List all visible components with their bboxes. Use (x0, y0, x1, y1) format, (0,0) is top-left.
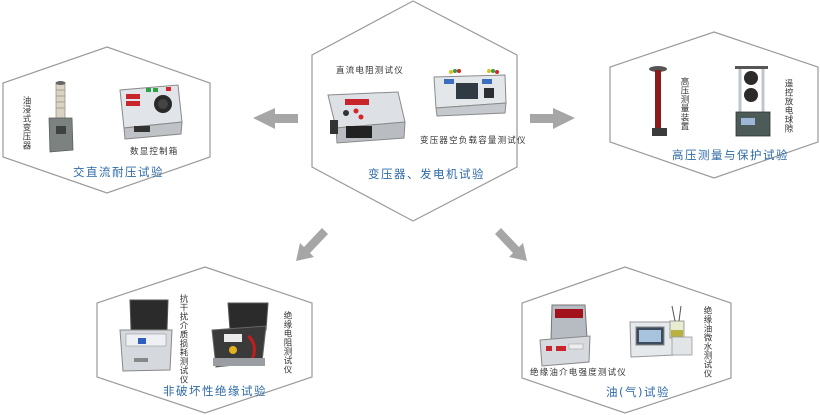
dc-resistance-tester-icon (327, 91, 406, 144)
hex-bottom-right (521, 266, 732, 414)
arrow-down-right-icon (495, 228, 527, 261)
insulation-resistance-tester-icon (211, 302, 269, 368)
label-insulation-resistance-tester: 绝缘电阻测试仪 (282, 311, 292, 374)
label-transformer-load-capacity-tester: 变压器空负载容量测试仪 (420, 136, 527, 146)
title-bottom-right[interactable]: 油(气)试验 (606, 385, 670, 399)
title-center[interactable]: 变压器、发电机试验 (368, 167, 485, 181)
title-left[interactable]: 交直流耐压试验 (73, 165, 164, 179)
remote-discharge-sphere-gap-icon (735, 66, 771, 137)
label-oil-micro-water-tester: 绝缘油微水测试仪 (702, 306, 712, 378)
label-oil-immersed-transformer: 油浸式变压器 (21, 96, 31, 150)
oil-immersed-transformer-icon (48, 81, 74, 153)
title-bottom-left[interactable]: 非破坏性绝缘试验 (163, 384, 267, 398)
transformer-load-capacity-tester-icon (433, 69, 507, 117)
digital-control-box-icon (119, 84, 183, 140)
label-dielectric-loss-tester: 抗干扰介质损耗测试仪 (178, 294, 188, 384)
label-remote-discharge-sphere-gap: 遥控放电球隙 (783, 79, 793, 133)
hv-measuring-device-icon (649, 66, 667, 136)
arrow-down-left-icon (296, 228, 328, 261)
label-dc-resistance-tester: 直流电阻测试仪 (336, 66, 404, 76)
label-hv-measuring-device: 高压测量装置 (679, 77, 689, 131)
oil-dielectric-strength-tester-icon (539, 304, 591, 367)
hex-center (311, 0, 518, 222)
hex-left (2, 46, 211, 194)
label-oil-dielectric-strength-tester: 绝缘油介电强度测试仪 (530, 368, 628, 378)
arrow-left-icon (253, 108, 298, 129)
arrow-right-icon (530, 108, 575, 129)
dielectric-loss-tester-icon (119, 299, 173, 372)
label-digital-control-box: 数显控制箱 (130, 147, 179, 157)
oil-micro-water-tester-icon (629, 305, 693, 358)
title-right[interactable]: 高压测量与保护试验 (672, 148, 789, 162)
